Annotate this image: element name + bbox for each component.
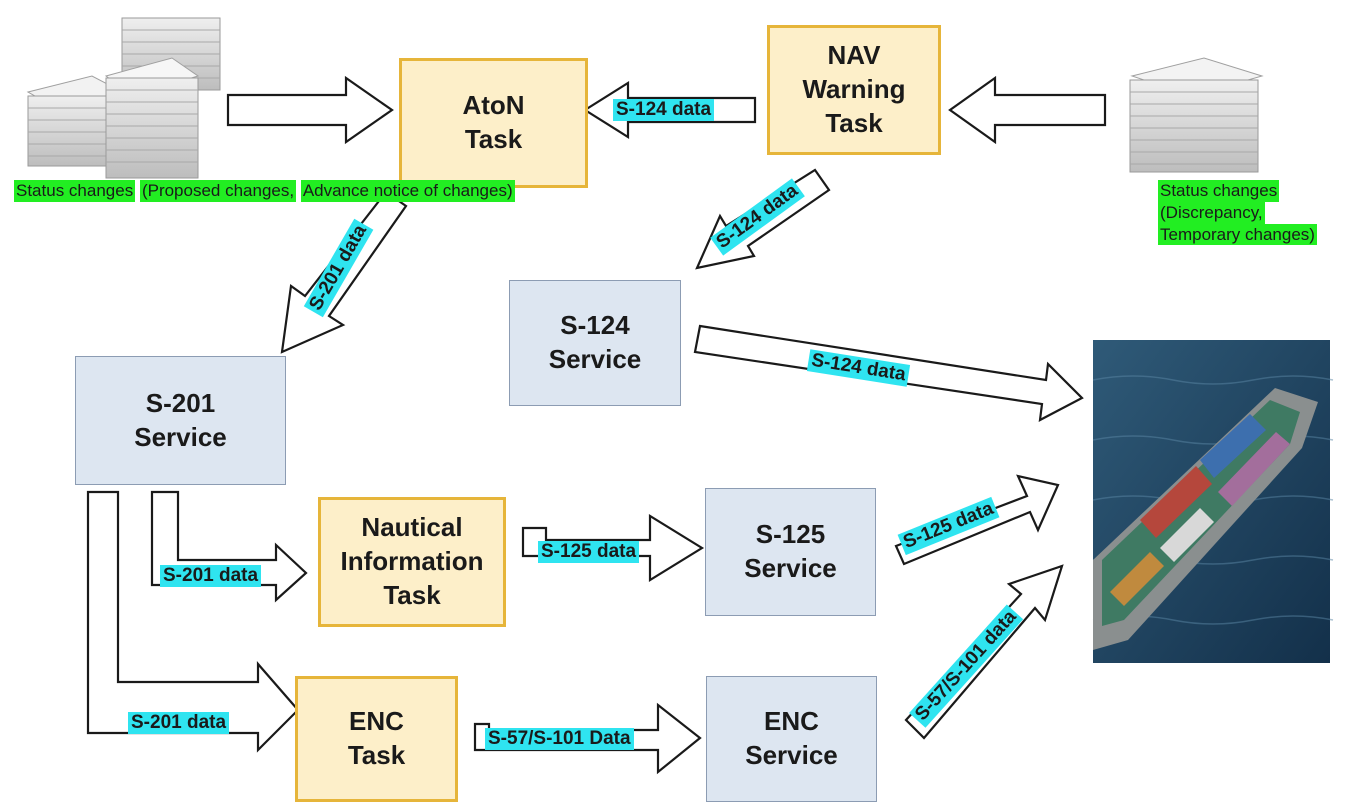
enc-task: ENC Task: [295, 676, 458, 802]
status-note-left: Status changes (Proposed changes, Advanc…: [14, 180, 515, 202]
container-ship-image: [1092, 340, 1334, 663]
status-note-line: Status changes: [1158, 180, 1280, 202]
s125-service: S-125 Service: [705, 488, 876, 616]
aton-task-label: AtoN Task: [462, 90, 525, 154]
status-note-line: Advance notice of changes): [300, 180, 515, 202]
s201-service: S-201 Service: [75, 356, 286, 485]
nav-warning-task: NAV Warning Task: [767, 25, 941, 155]
flow-label-s201-to-enc: S-201 data: [128, 712, 230, 734]
status-note-right: Status changes (Discrepancy, Temporary c…: [1158, 180, 1349, 246]
s201-service-label: S-201 Service: [134, 387, 227, 452]
enc-service: ENC Service: [706, 676, 877, 802]
aton-task: AtoN Task: [399, 58, 588, 188]
enc-service-label: ENC Service: [745, 706, 838, 770]
s124-service-label: S-124 Service: [548, 310, 642, 374]
nav-warning-task-label: NAV Warning Task: [802, 40, 906, 138]
flow-label-enc-task-to-service: S-57/S-101 Data: [485, 728, 634, 750]
s125-service-label: S-125 Service: [744, 519, 837, 583]
status-note-line: Status changes: [14, 180, 136, 202]
nautical-information-task: Nautical Information Task: [318, 497, 506, 627]
flow-label-nautical-to-s125: S-125 data: [538, 541, 640, 563]
paper-stack-icon: [26, 17, 221, 179]
flow-arrow: [948, 75, 1107, 145]
status-note-line: Temporary changes): [1158, 223, 1317, 246]
enc-task-label: ENC Task: [347, 706, 406, 770]
flow-label-s201-to-nautical: S-201 data: [160, 565, 262, 587]
s124-service: S-124 Service: [509, 280, 681, 406]
status-note-line: (Proposed changes,: [139, 180, 297, 202]
paper-stack-icon: [1129, 57, 1264, 173]
status-note-line: (Discrepancy,: [1158, 201, 1265, 224]
flow-arrow: [226, 75, 394, 145]
nautical-information-task-label: Nautical Information Task: [340, 512, 484, 610]
flow-label-nav-to-aton: S-124 data: [613, 99, 715, 121]
